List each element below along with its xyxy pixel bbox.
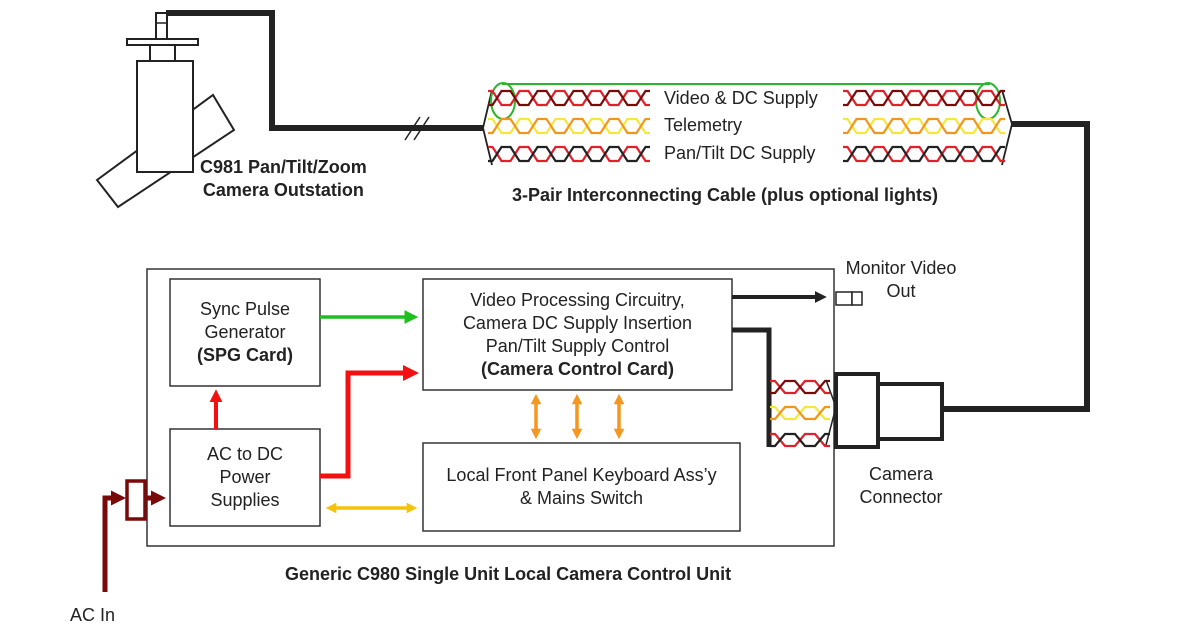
monitor-video-out-label: Monitor Video Out (838, 257, 964, 303)
front-panel-box (422, 442, 741, 532)
twisted-pair-right-3 (843, 145, 1005, 163)
cable-caption: 3-Pair Interconnecting Cable (plus optio… (512, 185, 939, 205)
connector-pair-1 (770, 379, 830, 395)
power-supply-box (169, 428, 321, 527)
twisted-pair-right-2 (843, 117, 1005, 135)
psu-to-ccc-arrow (320, 364, 419, 479)
psu-line1: AC to DC (206, 444, 284, 464)
twisted-pair-left-2 (488, 117, 650, 135)
camera-label-line2: Camera Outstation (202, 180, 364, 200)
panel-line1: Local Front Panel Keyboard Ass’y (446, 465, 717, 485)
power-supply-label: AC to DC Power Supplies (170, 429, 320, 526)
ccc-line1: Video Processing Circuitry, (470, 289, 685, 310)
connector-twisted-pairs (770, 379, 830, 448)
cable-sheath-right (1001, 89, 1013, 166)
twisted-pair-left-3 (488, 145, 650, 163)
ccc-line3: Pan/Tilt Supply Control (485, 335, 670, 356)
cable-pair-label-pantilt: Pan/Tilt DC Supply (664, 143, 816, 163)
camera-label: C981 Pan/Tilt/Zoom Camera Outstation (200, 156, 367, 202)
connector-line2: Connector (859, 487, 943, 507)
spg-line2: Generator (204, 322, 286, 342)
panel-line2: & Mains Switch (519, 488, 644, 508)
monitor-line2: Out (886, 281, 916, 301)
mains-inlet-fuse (125, 479, 147, 521)
twisted-pair-left-2-wire-2 (488, 117, 650, 135)
cable-to-connector (943, 121, 1090, 412)
twisted-pair-right-1 (843, 89, 1005, 107)
cable-break-symbol (404, 116, 430, 141)
ac-in-cable (102, 490, 127, 592)
camera-mount-post (155, 12, 168, 40)
spg-line1: Sync Pulse (199, 299, 291, 319)
monitor-video-out-socket (835, 291, 863, 306)
connector-pair-2-wire-2 (770, 405, 830, 421)
camera-control-card-box (422, 278, 733, 391)
camera-body (136, 60, 194, 173)
twisted-pair-right-3-wire-2 (843, 145, 1005, 163)
spg-card-box (169, 278, 321, 387)
twisted-pair-left-1-wire-2 (488, 89, 650, 107)
psu-line3: Supplies (210, 490, 280, 510)
psu-line2: Power (219, 467, 271, 487)
cable-pair-label-telemetry: Telemetry (664, 115, 743, 135)
connector-pair-3-wire-2 (770, 432, 830, 448)
three-pair-cable (482, 82, 1013, 166)
cable-pair-label-video: Video & DC Supply (664, 88, 818, 108)
front-panel-label: Local Front Panel Keyboard Ass’y & Mains… (423, 443, 740, 531)
cable-sheath-left (482, 89, 493, 166)
twisted-pair-left-1 (488, 89, 650, 107)
ccc-line2: Camera DC Supply Insertion (462, 312, 693, 333)
spg-card-label: Sync Pulse Generator (SPG Card) (170, 279, 320, 386)
unit-caption: Generic C980 Single Unit Local Camera Co… (285, 564, 732, 584)
camera-control-card-label: Video Processing Circuitry, Camera DC Su… (423, 279, 732, 390)
connector-pair-1-wire-2 (770, 379, 830, 395)
camera-mount-neck (149, 44, 176, 62)
camera-connector-icon (834, 372, 944, 449)
ac-in-label: AC In (70, 605, 116, 625)
camera-cable (166, 10, 483, 131)
twisted-pair-right-2-wire-2 (843, 117, 1005, 135)
twisted-pair-left-3-wire-2 (488, 145, 650, 163)
camera-icon (95, 12, 236, 209)
connector-pair-2 (770, 405, 830, 421)
spg-line3: (SPG Card) (196, 345, 293, 365)
ccc-to-connector-cable (732, 327, 772, 447)
connector-line1: Camera (868, 464, 934, 484)
camera-label-line1: C981 Pan/Tilt/Zoom (200, 157, 367, 177)
connector-pair-3 (770, 432, 830, 448)
camera-connector-label: Camera Connector (846, 463, 956, 509)
monitor-line1: Monitor Video (845, 258, 957, 278)
ccc-line4: (Camera Control Card) (480, 358, 675, 379)
twisted-pair-right-1-wire-2 (843, 89, 1005, 107)
